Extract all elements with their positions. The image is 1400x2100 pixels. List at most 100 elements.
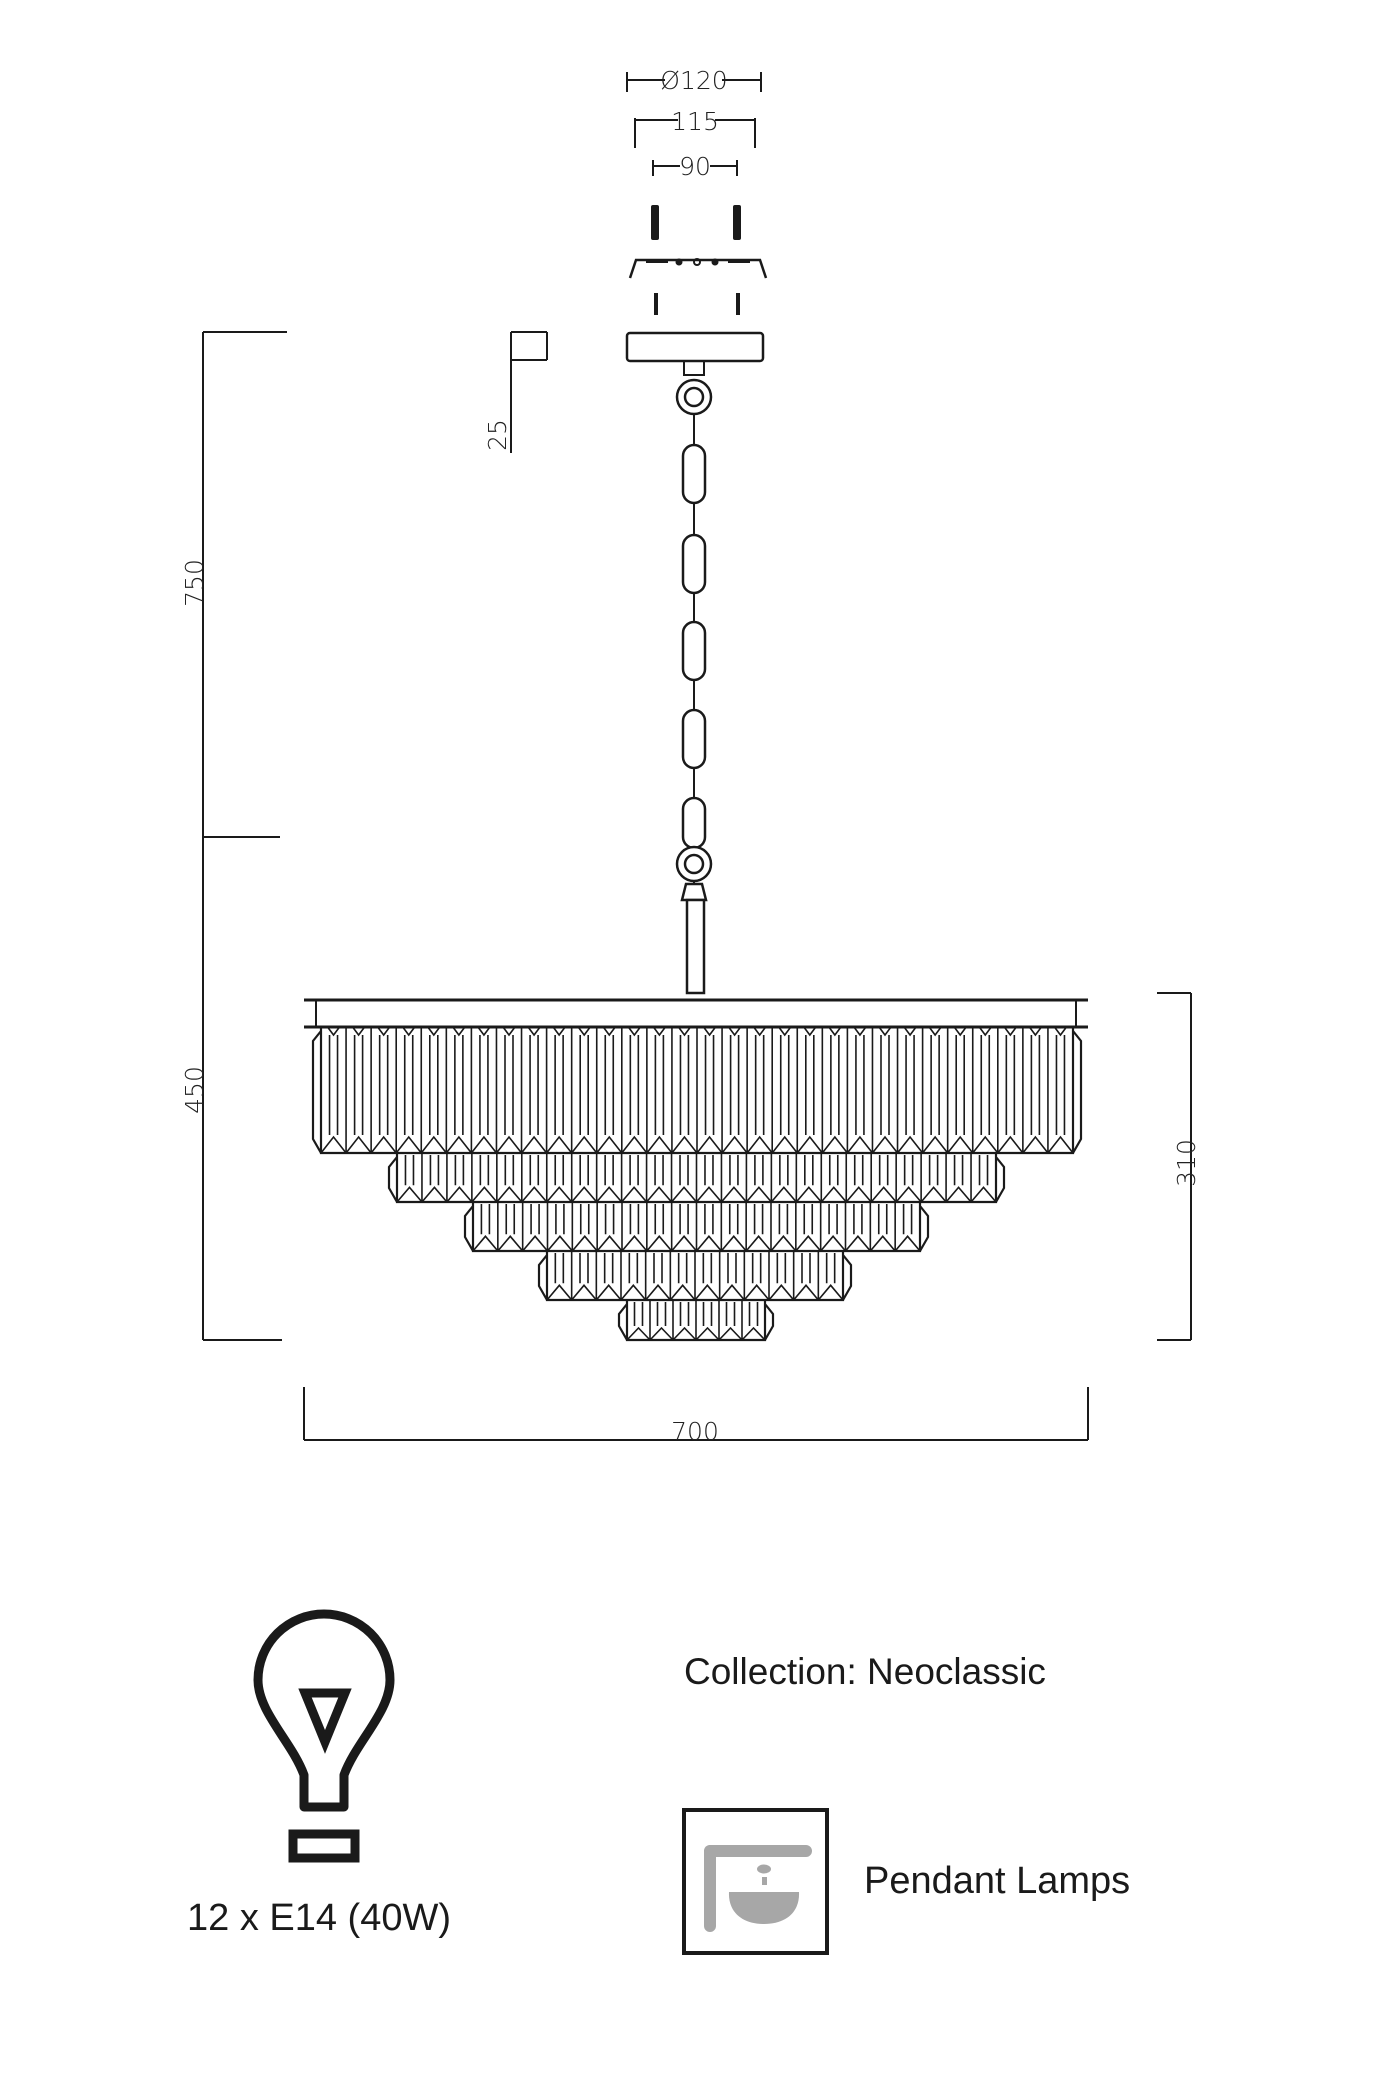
svg-text:115: 115 (671, 107, 719, 136)
crystal (970, 1153, 997, 1203)
crystal (671, 1026, 698, 1154)
crystal (695, 1202, 722, 1252)
svg-text:450: 450 (180, 1066, 209, 1114)
crystal (644, 1251, 671, 1301)
crystal (420, 1026, 447, 1154)
crystal (595, 1251, 622, 1301)
crystal (870, 1153, 897, 1203)
crystal (396, 1153, 423, 1203)
crystal (795, 1202, 822, 1252)
dim-crystal-height: 310 (1157, 992, 1201, 1341)
tier-outline (463, 1202, 930, 1253)
collection-label: Collection: Neoclassic (684, 1651, 1046, 1692)
crystal (672, 1300, 697, 1341)
crystal (743, 1251, 770, 1301)
screws (654, 293, 740, 315)
crystal (395, 1026, 422, 1154)
crystal (669, 1251, 696, 1301)
crystal (621, 1026, 648, 1154)
crystal (745, 1153, 772, 1203)
crystal (421, 1153, 448, 1203)
mounting-bracket (628, 258, 768, 279)
crystal (871, 1026, 899, 1154)
crystal-tiers (311, 1026, 1083, 1342)
crystal (495, 1026, 523, 1154)
crystal (370, 1026, 397, 1154)
tier-outline (617, 1300, 775, 1342)
crystal (695, 1300, 720, 1341)
dim-canopy-width: 115 (634, 107, 756, 148)
dim-mount-spacing: 90 (652, 152, 738, 181)
tier-outline (537, 1251, 853, 1302)
crystal (971, 1026, 999, 1154)
crystal (718, 1251, 745, 1301)
crystal-tier-1 (311, 1026, 1083, 1155)
crystal (570, 1251, 597, 1301)
crystal (720, 1153, 748, 1203)
crystal (746, 1026, 773, 1154)
crystal (997, 1026, 1024, 1154)
crystal (545, 1026, 573, 1154)
crystal (626, 1300, 651, 1341)
crystal (817, 1251, 844, 1301)
crystal-tier-4 (537, 1251, 853, 1302)
crystal (796, 1026, 823, 1154)
crystal (845, 1153, 872, 1203)
svg-text:25: 25 (483, 419, 512, 451)
crystal (946, 1026, 974, 1154)
crystal (844, 1202, 871, 1252)
crystal (894, 1202, 921, 1252)
crystal (570, 1153, 598, 1203)
dim-canopy-diameter: Ø120 (626, 66, 762, 95)
crystal (595, 1153, 623, 1203)
dim-diameter: 700 (303, 1387, 1089, 1446)
crystal (620, 1153, 648, 1203)
crystal (545, 1153, 573, 1203)
pendant-lamp-icon (682, 1808, 829, 1955)
crystal (471, 1153, 498, 1203)
crystal (521, 1202, 549, 1252)
light-bulb-icon (253, 1609, 395, 1863)
crystal-tier-2 (387, 1153, 1006, 1204)
crystal (445, 1026, 473, 1154)
top-plate (304, 998, 1088, 1029)
crystal (821, 1026, 849, 1154)
crystal (649, 1300, 674, 1341)
crystal (696, 1026, 723, 1154)
crystal (846, 1026, 874, 1154)
crystal (620, 1251, 647, 1301)
svg-text:700: 700 (671, 1417, 719, 1446)
svg-text:Ø120: Ø120 (660, 66, 727, 95)
crystal (320, 1026, 347, 1154)
crystal (571, 1202, 598, 1252)
bulb-spec: 12 x E14 (40W) (187, 1897, 451, 1939)
crystal (1047, 1026, 1074, 1154)
crystal (472, 1202, 499, 1252)
crystal (446, 1153, 473, 1203)
crystal (795, 1153, 822, 1203)
dim-canopy-height: 25 (483, 331, 548, 453)
svg-text:750: 750 (180, 559, 209, 607)
svg-text:310: 310 (1172, 1139, 1201, 1187)
chain (675, 378, 713, 995)
crystal (496, 1153, 523, 1203)
crystal-tier-3 (463, 1202, 930, 1253)
category-label: Pendant Lamps (864, 1860, 1131, 1902)
dim-chain-length: 750 450 (180, 331, 287, 1341)
crystal (896, 1026, 924, 1154)
crystal (770, 1153, 797, 1203)
crystal (694, 1251, 721, 1301)
svg-text:90: 90 (679, 152, 711, 181)
crystal (470, 1026, 498, 1154)
crystal (520, 1153, 548, 1203)
crystal (596, 1202, 623, 1252)
crystal (718, 1300, 743, 1341)
crystal (345, 1026, 372, 1154)
crystal (741, 1300, 766, 1341)
crystal (792, 1251, 819, 1301)
crystal (497, 1202, 524, 1252)
crystal (720, 1202, 747, 1252)
crystal (920, 1153, 947, 1203)
crystal (819, 1202, 847, 1252)
